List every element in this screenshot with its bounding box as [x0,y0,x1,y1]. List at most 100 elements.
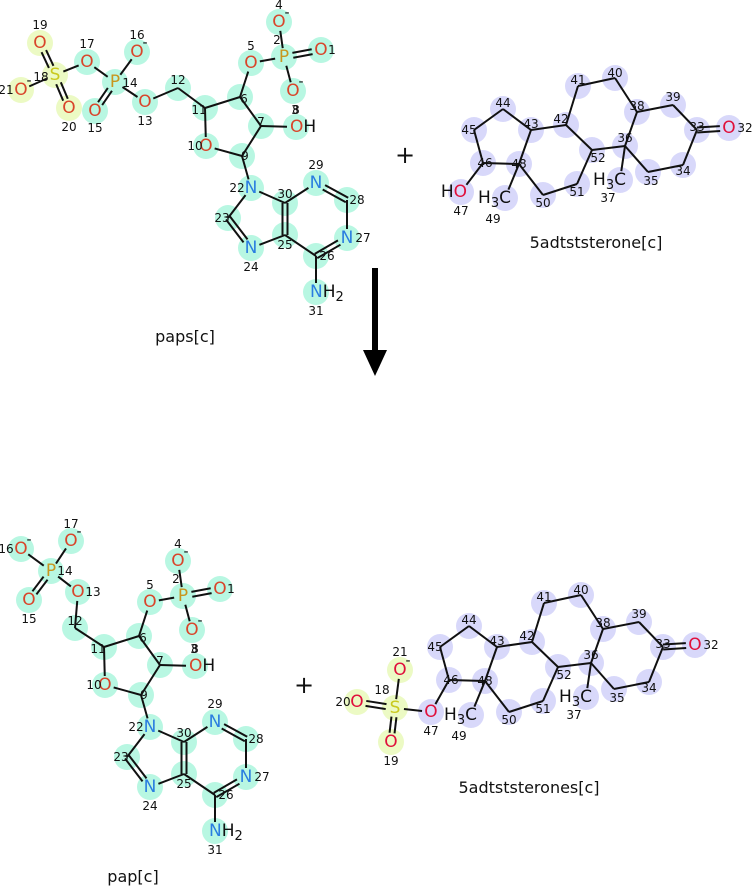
atom-number: 25 [277,238,292,252]
atom-number: 49 [485,212,500,226]
atom-38: 38 [595,616,610,630]
atom-highlight [170,583,196,609]
atom-number: 8 [191,642,199,656]
bond-39-38 [602,621,640,630]
atom-number: 47 [453,204,468,218]
bond-50-51 [508,700,544,713]
bond-11-10 [204,107,207,138]
bond-13-12 [152,87,179,100]
atom-highlight [303,170,329,196]
atom-number: 2 [172,572,180,586]
atom-number: 42 [519,629,534,643]
atom-number: 48 [477,674,492,688]
atom-highlight [344,689,370,715]
atom-22: N22 [229,178,257,198]
atom-label: O [350,692,363,712]
atom-label: N [144,777,157,797]
bond-38-40 [614,77,638,113]
atom-number: 41 [536,590,551,604]
atom-41: 41 [536,590,551,604]
bond-23-24 [225,215,249,243]
atom-number: 13 [137,114,152,128]
atom-number: 39 [665,90,680,104]
bond-14-16 [119,58,133,76]
bond-46-47 [465,162,484,186]
atom-label: H3C [444,705,477,728]
atom-33: 33 [655,637,670,651]
atom-28: 28 [349,193,364,207]
atom-label: N [245,178,258,198]
bond-11-10 [103,646,106,677]
atom-number: 11 [90,642,105,656]
atom-number: 20 [335,695,350,709]
atom-highlight [179,617,205,643]
atom-label: N [209,712,222,732]
atom-22: N22 [128,717,156,737]
atom-43: 43 [489,634,504,648]
atom-number: 17 [63,517,78,531]
atom-23: 23 [214,211,229,225]
atom-highlight [418,699,444,725]
atom-number: 2 [273,33,281,47]
atom-8: OH8 [290,103,316,137]
atom-number: 26 [218,788,233,802]
atom-12: 12 [67,614,82,628]
atom-highlight [573,684,599,710]
bond-12-11 [177,87,206,109]
atom-highlight [607,167,633,193]
bond-22-23 [227,194,247,219]
atom-45: 45 [427,640,442,654]
atom-label: OH [290,117,316,137]
bond-18-20 [55,81,69,102]
atom-number: 10 [86,678,101,692]
atom-29: N29 [308,158,323,193]
atom-50: 50 [535,196,550,210]
atom-label: NH2 [209,821,243,844]
atom-highlight [207,576,233,602]
atom-number: 46 [477,156,492,170]
bond-48-50 [518,163,544,196]
bond-6-5 [239,71,250,98]
atom-41: 41 [570,73,585,87]
atom-51: 51 [569,185,584,199]
atom-17: O17 [79,37,94,72]
bond-34-33 [682,129,698,166]
atom-label: O [14,80,27,100]
bond-2-4 [279,30,284,49]
atom-number: 40 [573,583,588,597]
bond-9-22 [241,155,250,180]
bond-7-9 [241,125,262,157]
atom-38: 38 [629,99,644,113]
atom-highlight [16,587,42,613]
atom-34: 34 [675,164,690,178]
atom-label: O [722,118,735,138]
atom-label: O [199,136,212,156]
atom-highlight [238,175,264,201]
atom-label: N [310,173,323,193]
atom-label: P [279,47,289,67]
atom-18: S18 [33,65,60,85]
atom-number: 43 [489,634,504,648]
charge-label: - [142,35,147,51]
atom-highlight [458,702,484,728]
bond-9-10 [113,686,142,696]
bond-51-52 [542,666,559,702]
charge-label: - [298,74,303,90]
atom-number: 12 [170,73,185,87]
atom-number: 34 [641,681,656,695]
bond-52-42 [565,124,593,151]
atom-number: 5 [146,578,154,592]
atom-18: S18 [374,683,400,718]
bond-27-26 [314,239,341,260]
atom-number: 47 [423,724,438,738]
bond-19-18 [40,49,55,69]
atom-number: 32 [703,638,718,652]
atom-42: 42 [519,629,534,643]
atom-number: 50 [501,713,516,727]
atom-number: 32 [737,121,752,135]
